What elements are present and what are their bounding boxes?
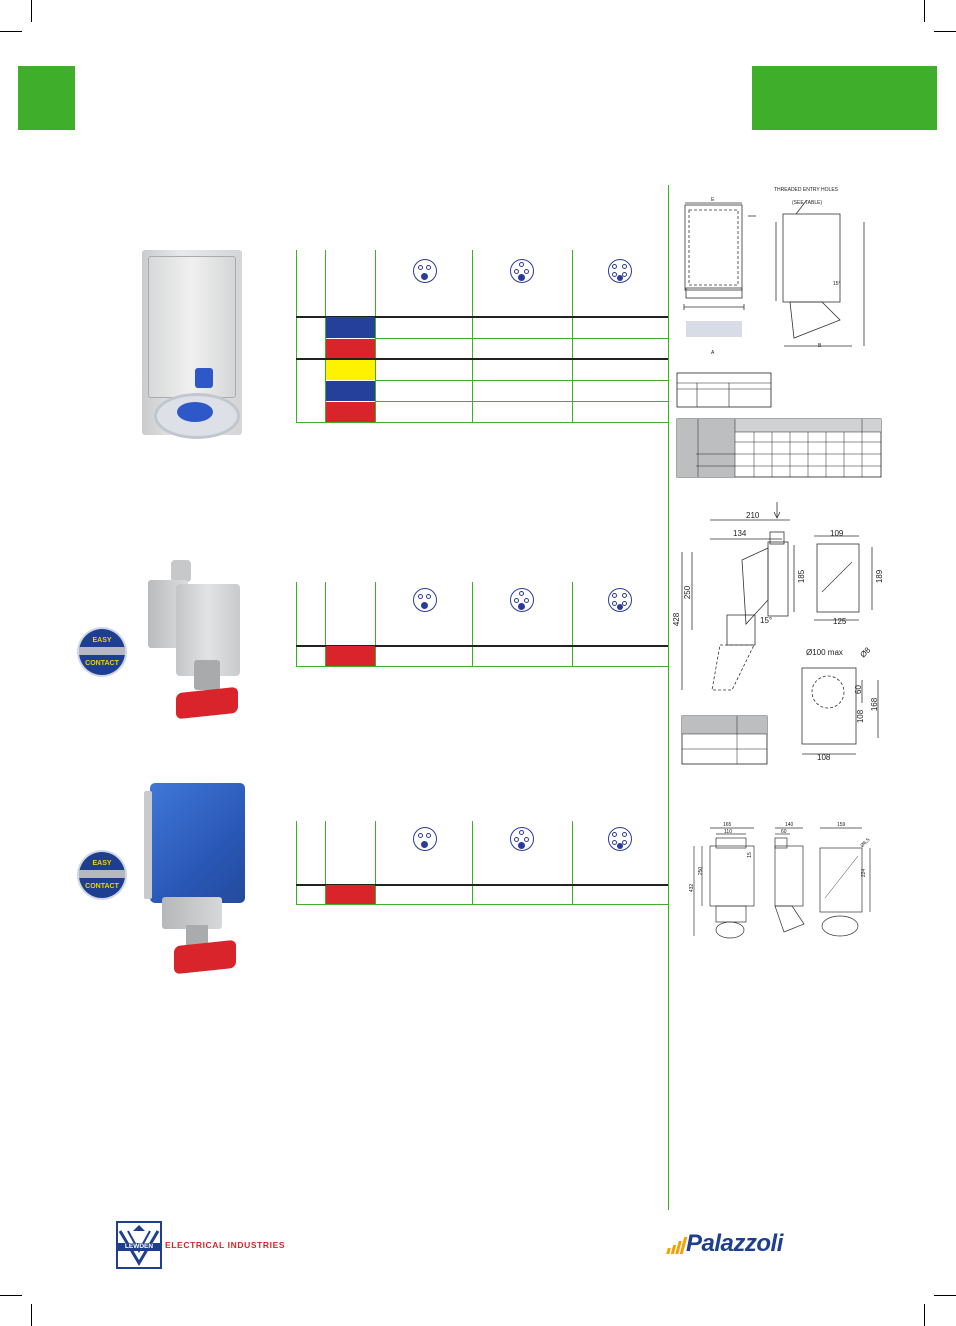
dim-185: 185: [797, 569, 807, 584]
label-dimension-b: B: [818, 343, 822, 349]
label-threaded-entry-holes: THREADED ENTRY HOLES: [774, 187, 838, 193]
pin-config-4p-icon: [510, 259, 534, 283]
crop-mark: [934, 1295, 956, 1296]
crop-mark: [924, 0, 925, 22]
pin-config-5p-icon: [608, 588, 632, 612]
label-see-table: (SEE TABLE): [792, 200, 823, 206]
dim-diameter-100-max: Ø100 max: [806, 648, 843, 657]
crop-mark: [31, 0, 32, 22]
technical-drawing-3: [693, 827, 871, 939]
lewden-tagline: ELECTRICAL INDUSTRIES: [165, 1240, 286, 1250]
technical-drawing-2: [681, 502, 879, 765]
easy-contact-badge-icon: EASY CONTACT: [79, 852, 125, 898]
badge-easy-label: EASY: [92, 637, 112, 644]
pin-config-4p-icon: [510, 588, 534, 612]
spec-table-1: [296, 250, 668, 423]
dim-250: 250: [683, 585, 693, 600]
color-swatch-blue: [326, 317, 375, 338]
label-angle: 15°: [833, 281, 841, 287]
palazzoli-logo-icon: [665, 1236, 688, 1254]
dim-110: 110: [724, 829, 732, 835]
pin-config-3p-icon: [413, 588, 437, 612]
crop-mark: [31, 1304, 32, 1326]
dim-108-vertical: 108: [856, 709, 866, 724]
pin-config-4p-icon: [510, 827, 534, 851]
product-photo-interlocked-socket-2: [140, 560, 245, 725]
pin-config-5p-icon: [608, 259, 632, 283]
pin-config-3p-icon: [413, 259, 437, 283]
crop-mark: [0, 1295, 22, 1296]
dim-432: 432: [689, 883, 696, 893]
product-photo-metal-box-socket-3: [140, 777, 252, 977]
header-tab-left: [18, 66, 75, 130]
dim-108-horizontal: 108: [817, 753, 831, 762]
palazzoli-logo-text: Palazzoli: [686, 1230, 783, 1257]
dim-224: 224: [861, 868, 868, 878]
dim-125: 125: [833, 617, 847, 626]
dim-109: 109: [830, 529, 844, 538]
crop-mark: [0, 31, 22, 32]
dim-165: 165: [723, 822, 732, 828]
crop-mark: [934, 31, 956, 32]
badge-contact-label: CONTACT: [85, 660, 119, 667]
color-swatch-red: [326, 402, 375, 422]
spec-table-3: [296, 821, 668, 905]
color-swatch-blue: [326, 381, 375, 401]
pin-config-3p-icon: [413, 827, 437, 851]
crop-mark: [924, 1304, 925, 1326]
dim-428: 428: [672, 612, 682, 627]
dim-15: 15: [746, 852, 753, 858]
color-swatch-red: [326, 885, 375, 904]
dim-210: 210: [746, 511, 760, 520]
column-divider: [668, 185, 669, 1210]
dim-angle: 15°: [760, 616, 773, 625]
dim-60: 60: [781, 829, 787, 835]
pin-config-5p-icon: [608, 827, 632, 851]
dim-159: 159: [837, 822, 846, 828]
label-dimension-a: A: [711, 350, 715, 356]
spec-table-2: [296, 582, 668, 667]
dim-134: 134: [733, 529, 747, 538]
dim-60: 60: [853, 685, 863, 694]
lewden-logo-icon: LEWDEN: [116, 1221, 162, 1269]
dim-189: 189: [875, 569, 885, 584]
label-dimension-e: E: [711, 197, 715, 203]
technical-drawing-1: [676, 200, 882, 478]
product-photo-wall-socket-1: [142, 250, 242, 439]
badge-easy-label: EASY: [92, 860, 112, 867]
color-swatch-red: [326, 339, 375, 358]
dim-140: 140: [785, 822, 794, 828]
header-tab-right: [752, 66, 937, 130]
dim-250: 250: [698, 866, 705, 876]
dim-168: 168: [870, 697, 880, 712]
easy-contact-badge-icon: EASY CONTACT: [79, 629, 125, 675]
badge-contact-label: CONTACT: [85, 883, 119, 890]
color-swatch-red: [326, 646, 375, 666]
color-swatch-yellow: [326, 360, 375, 380]
lewden-logo-text: LEWDEN: [118, 1243, 160, 1251]
